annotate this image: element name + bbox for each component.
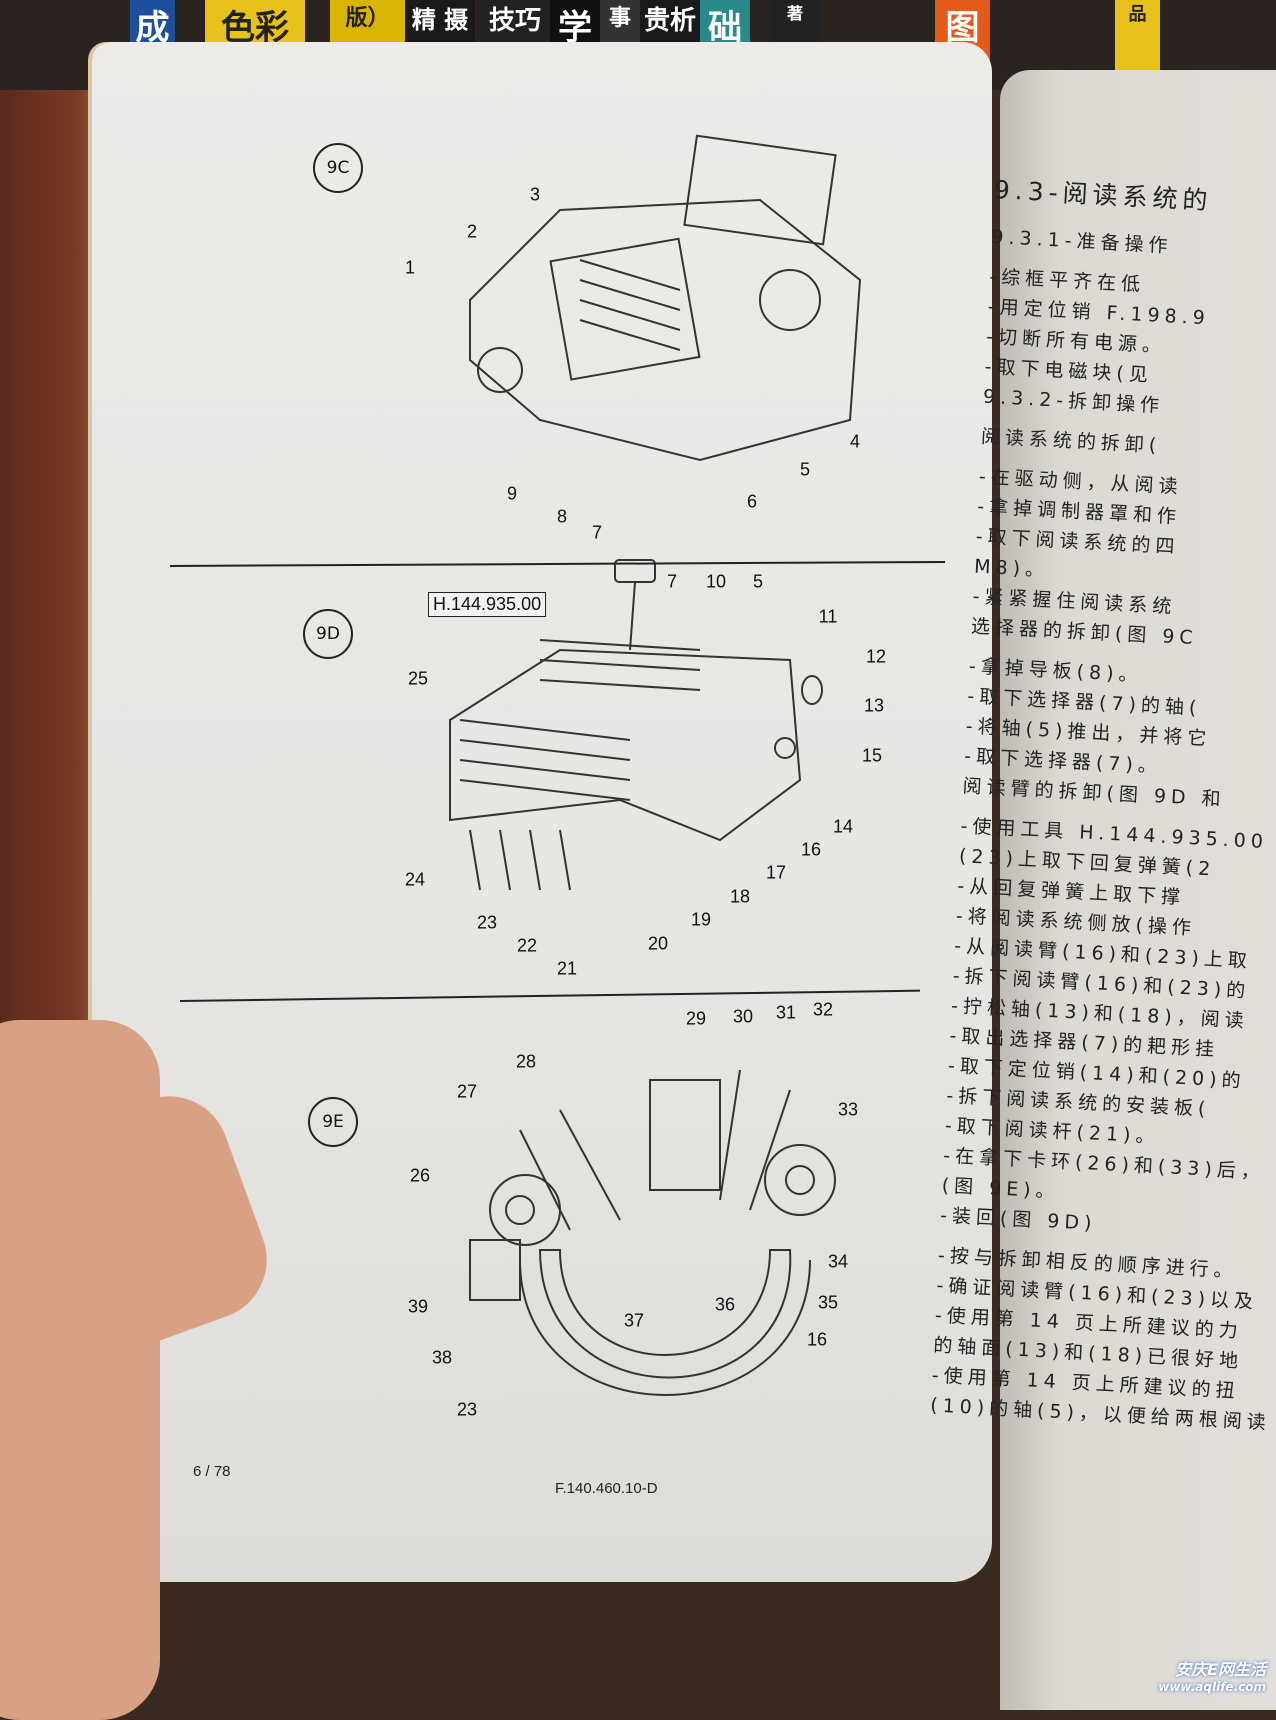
callout-number: 23 (476, 912, 498, 933)
callout-number: 30 (732, 1006, 754, 1027)
callout-number: 17 (765, 862, 787, 883)
callout-number: 38 (431, 1347, 453, 1368)
figure-label-9c: 9C (313, 143, 363, 193)
callout-number: 37 (623, 1310, 645, 1331)
callout-number: 18 (729, 886, 751, 907)
callout-number: 5 (752, 571, 764, 592)
callout-number: 14 (832, 816, 854, 837)
callout-number: 22 (516, 935, 538, 956)
callout-number: 13 (863, 695, 885, 716)
callout-number: 4 (849, 431, 861, 452)
callout-number: 7 (666, 571, 678, 592)
callout-number: 21 (556, 958, 578, 979)
callout-number: 39 (407, 1296, 429, 1317)
callout-number: 12 (865, 646, 887, 667)
callout-number: 16 (800, 839, 822, 860)
watermark: 安庆E网生活 www.aqlife.com (1158, 1656, 1266, 1694)
figure-9e-drawing (469, 1069, 836, 1396)
callout-number: 32 (812, 999, 834, 1020)
right-page (1000, 70, 1276, 1710)
callout-number: 16 (806, 1329, 828, 1350)
callout-number: 1 (404, 257, 416, 278)
callout-number: 6 (746, 491, 758, 512)
callout-number: 31 (775, 1002, 797, 1023)
doc-code: F.140.460.10-D (555, 1480, 658, 1497)
callout-number: 34 (827, 1251, 849, 1272)
callout-number: 26 (409, 1165, 431, 1186)
callout-number: 25 (407, 668, 429, 689)
callout-number: 10 (705, 571, 727, 592)
watermark-url: www.aqlife.com (1158, 1680, 1266, 1694)
figure-label-9e: 9E (308, 1097, 358, 1147)
figure-9c-drawing (469, 134, 862, 462)
callout-number: 23 (456, 1399, 478, 1420)
callout-number: 5 (799, 459, 811, 480)
callout-number: 3 (529, 184, 541, 205)
callout-number: 2 (466, 221, 478, 242)
callout-number: 20 (647, 933, 669, 954)
figure-label-9d: 9D (303, 609, 353, 659)
page-number: 6 / 78 (193, 1463, 231, 1480)
callout-number: 8 (556, 506, 568, 527)
callout-number: 29 (685, 1008, 707, 1029)
callout-number: 11 (818, 606, 838, 627)
callout-number: 19 (690, 909, 712, 930)
watermark-brand: 安庆E网生活 (1175, 1660, 1266, 1679)
figure-9d-drawing (449, 559, 823, 891)
callout-number: 15 (861, 745, 883, 766)
callout-number: 35 (817, 1292, 839, 1313)
tool-label: H.144.935.00 (428, 592, 547, 617)
left-page (92, 42, 992, 1582)
callout-number: 33 (837, 1099, 859, 1120)
callout-number: 36 (714, 1294, 736, 1315)
callout-number: 27 (456, 1081, 478, 1102)
callout-number: 9 (506, 483, 518, 504)
callout-number: 28 (515, 1051, 537, 1072)
callout-number: 24 (404, 869, 426, 890)
callout-number: 7 (591, 522, 603, 543)
